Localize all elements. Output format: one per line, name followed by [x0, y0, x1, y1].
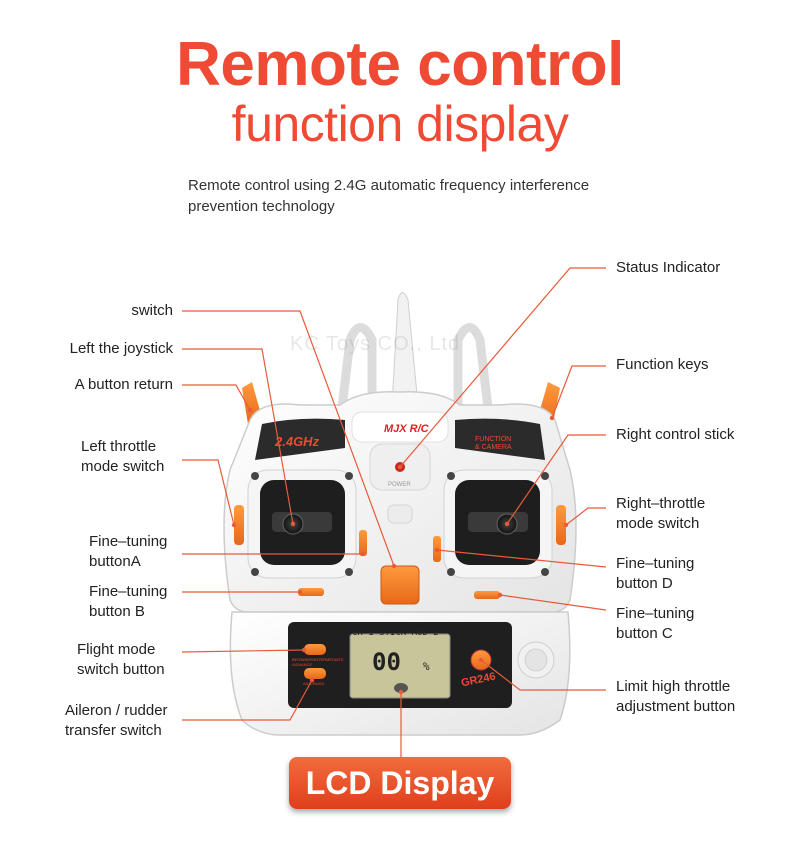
- label-status-indicator: Status Indicator: [616, 259, 721, 276]
- label-aileron-rudder: Aileron / rudder transfer switch: [65, 702, 168, 739]
- label-left-throttle: Left throttle mode switch: [81, 438, 165, 475]
- label-right-throttle: Right–throttle mode switch: [616, 495, 706, 532]
- right-gimbal: [443, 469, 553, 579]
- description: Remote control using 2.4G automatic freq…: [188, 177, 590, 215]
- label-fine-tuning-d: Fine–tuning button D: [616, 555, 695, 592]
- lcd-header: CH 1 STICK MOD 2: [352, 628, 439, 638]
- aileron-rudder-button[interactable]: [304, 668, 326, 679]
- right-control-stick[interactable]: [496, 513, 518, 535]
- left-joystick[interactable]: [282, 513, 304, 535]
- function-label-1: FUNCTION: [475, 436, 511, 443]
- label-fine-tuning-a: Fine–tuning buttonA: [89, 533, 168, 570]
- power-label: POWER: [388, 482, 411, 488]
- watermark: KC Toys CO., Ltd: [290, 333, 461, 355]
- left-throttle-switch[interactable]: [234, 505, 244, 545]
- fine-tuning-a-button[interactable]: [359, 530, 367, 556]
- status-indicator-light: [395, 462, 405, 472]
- label-fine-tuning-b: Fine–tuning button B: [89, 583, 168, 620]
- lcd-display-button[interactable]: LCD Display: [289, 757, 511, 809]
- freq-label: 2.4GHz: [274, 434, 320, 449]
- fine-tuning-d-button[interactable]: [433, 536, 441, 562]
- left-gimbal: [247, 469, 357, 579]
- aile-button-label: AILE/RUDD: [303, 681, 325, 686]
- right-throttle-switch[interactable]: [556, 505, 566, 545]
- brand-logo: MJX R/C: [384, 423, 430, 435]
- label-limit-throttle: Limit high throttle adjustment button: [616, 678, 736, 715]
- lcd-screen: [349, 633, 451, 699]
- page-title: Remote control: [176, 30, 624, 99]
- fine-tuning-c-button[interactable]: [474, 591, 500, 599]
- label-left-joystick: Left the joystick: [69, 340, 173, 357]
- page-subtitle: function display: [231, 96, 569, 152]
- label-right-control-stick: Right control stick: [616, 426, 735, 443]
- center-switch[interactable]: [380, 565, 420, 605]
- function-label-2: & CAMERA: [475, 444, 512, 451]
- limit-throttle-knob[interactable]: [470, 649, 492, 671]
- lcd-unit: %: [423, 660, 430, 673]
- label-function-keys: Function keys: [616, 356, 709, 373]
- label-button-return: A button return: [74, 376, 173, 393]
- label-fine-tuning-c: Fine–tuning button C: [616, 605, 695, 642]
- fine-tuning-b-button[interactable]: [298, 588, 324, 596]
- flight-mode-button[interactable]: [304, 644, 326, 655]
- label-switch: switch: [131, 302, 173, 319]
- mode-button-label: BEGINNER/INTERMEDIATE /ADVANCE: [292, 657, 344, 667]
- lcd-value: 00: [372, 648, 401, 676]
- label-flight-mode: Flight mode switch button: [77, 641, 165, 678]
